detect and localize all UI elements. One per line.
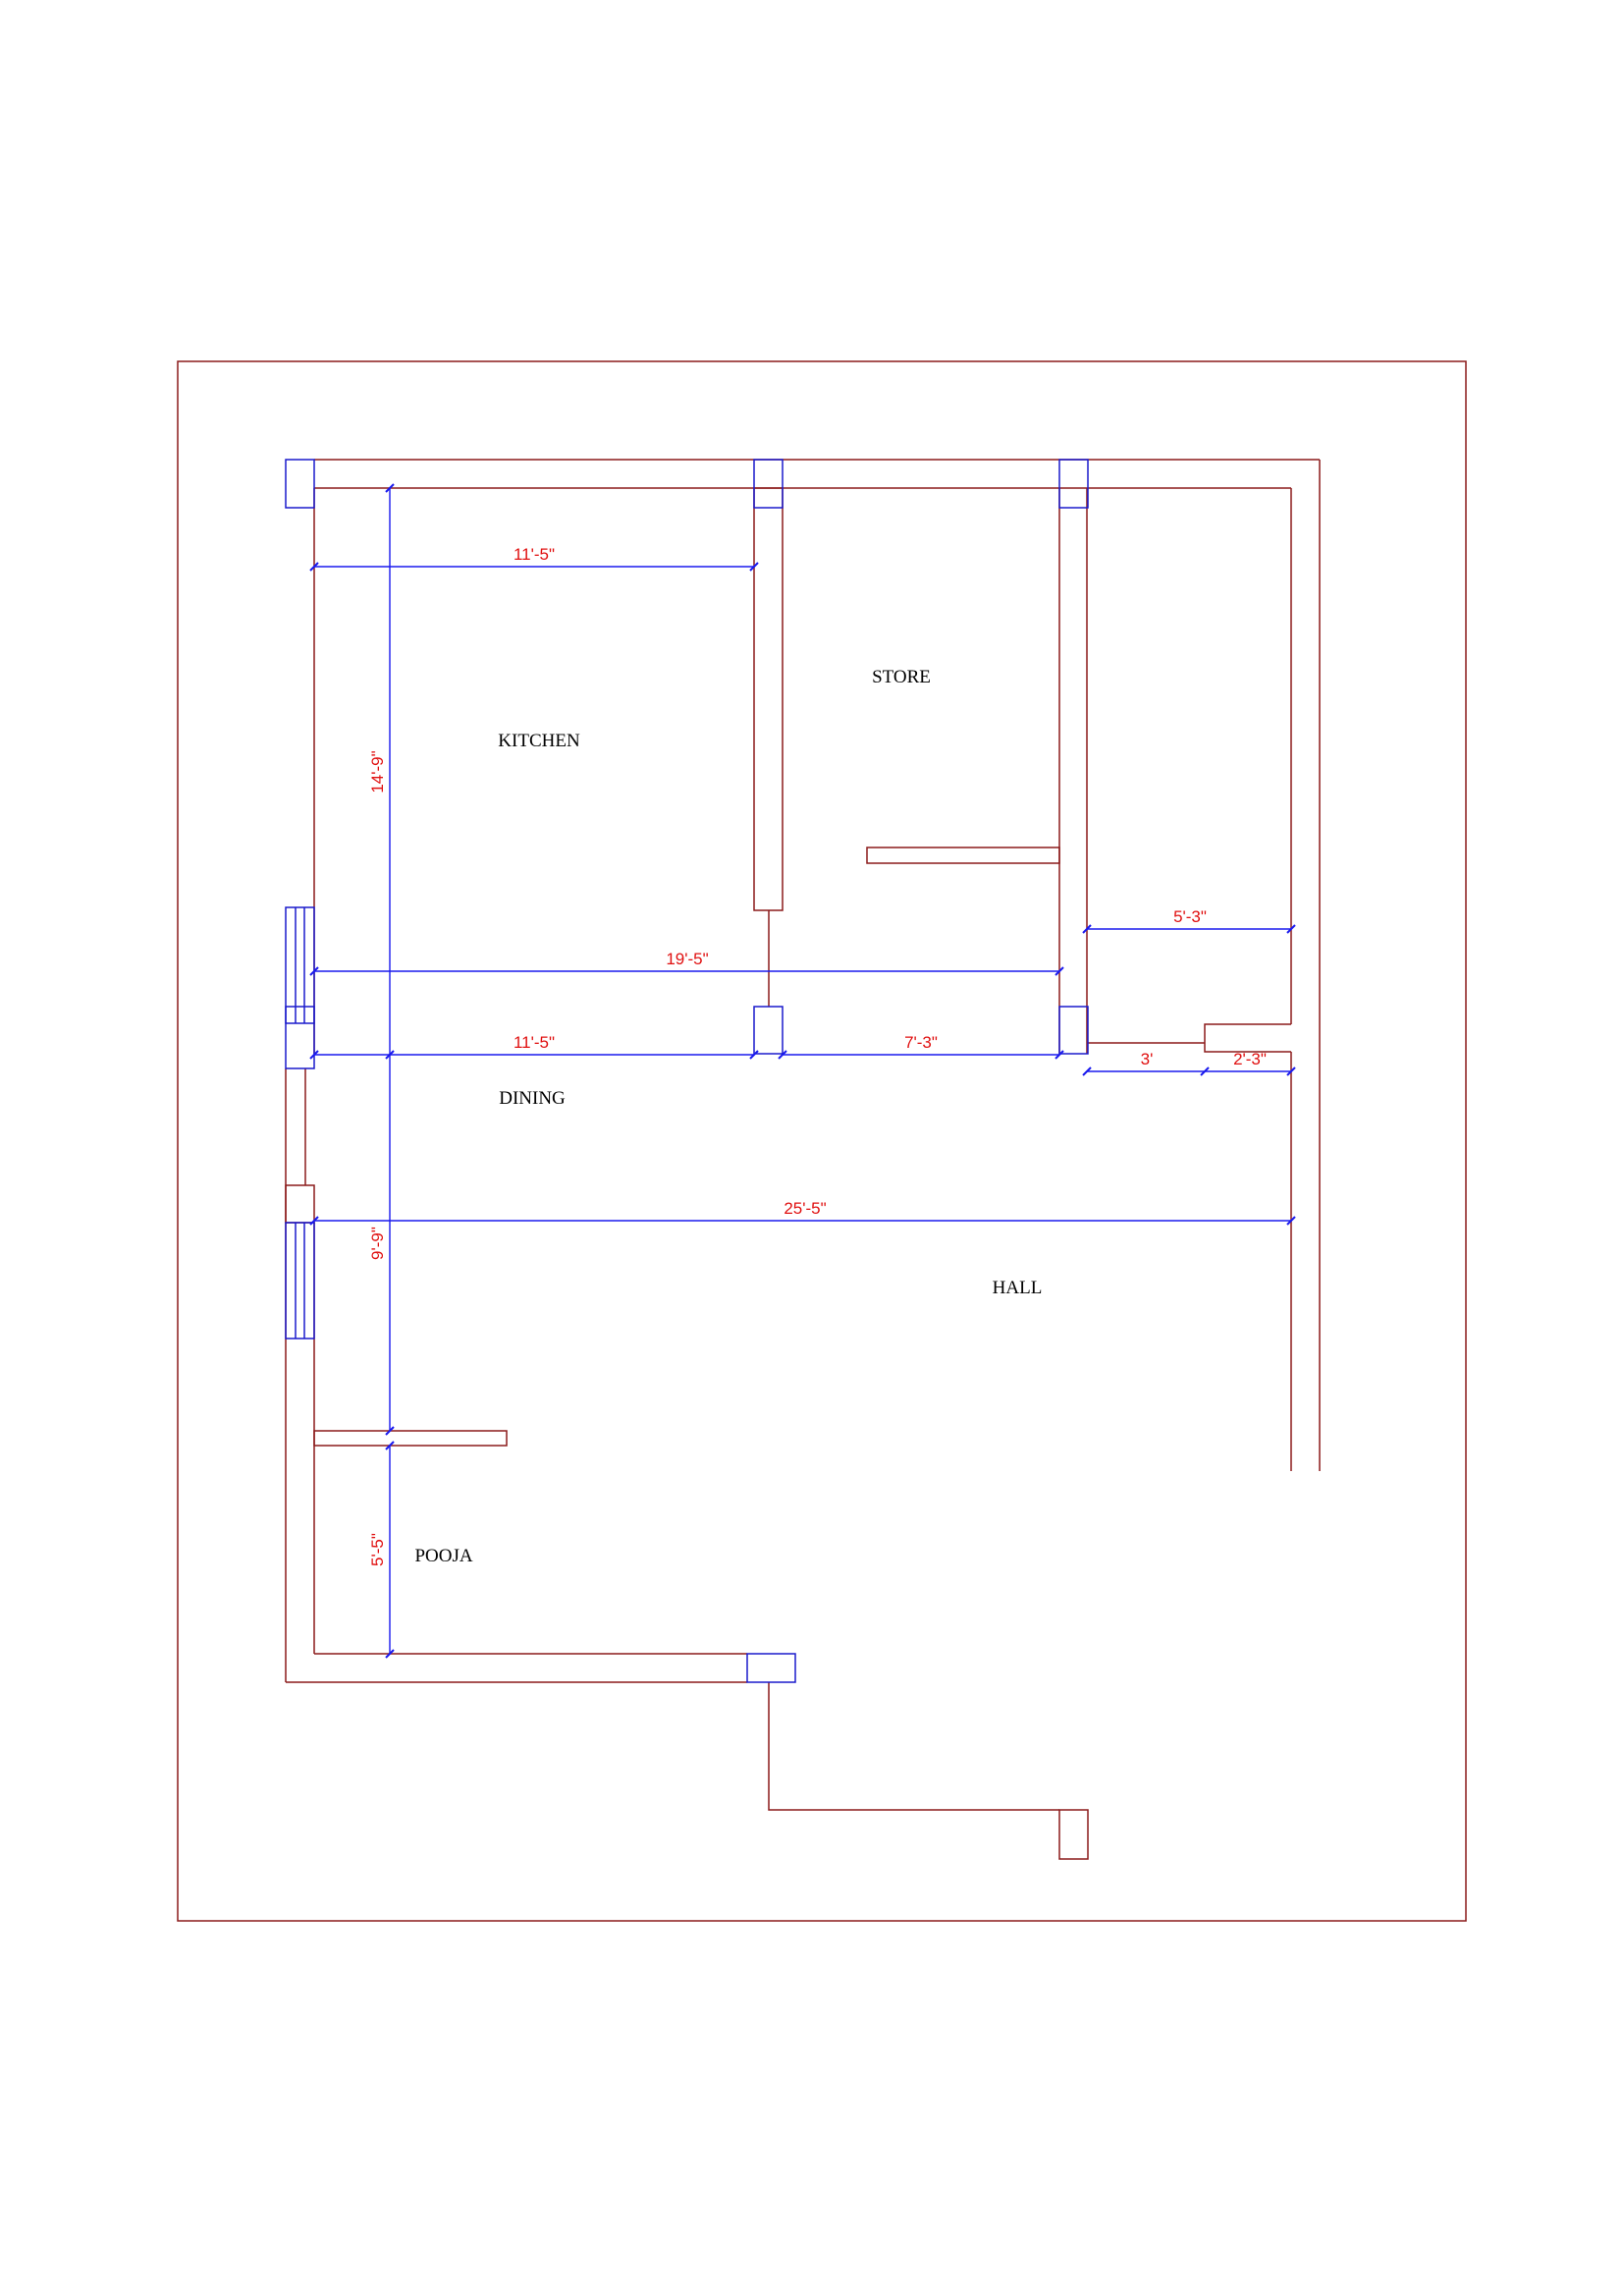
columns xyxy=(285,459,1089,1683)
dim-right-room-width: 5'-3" xyxy=(1173,907,1207,926)
dim-dining-hall-height: 9'-9" xyxy=(368,1227,387,1260)
dim-overall-upper-width: 19'-5" xyxy=(666,950,708,968)
dim-step-b: 2'-3" xyxy=(1233,1050,1267,1068)
walls xyxy=(285,459,1321,1860)
room-label-dining: DINING xyxy=(499,1088,566,1109)
window-hall xyxy=(285,1222,315,1339)
windows xyxy=(285,906,315,1339)
column-top-middle xyxy=(753,459,784,509)
dim-kitchen-width: 11'-5" xyxy=(514,545,555,564)
dim-hall-width: 25'-5" xyxy=(784,1199,826,1218)
dim-step-a: 3' xyxy=(1141,1050,1154,1068)
column-kitchen-left xyxy=(285,1006,315,1069)
dim-pooja-height: 5'-5" xyxy=(368,1533,387,1566)
column-top-left xyxy=(285,459,315,509)
dim-dining-left: 11'-5" xyxy=(514,1033,555,1052)
column-top-right xyxy=(1058,459,1089,509)
dimension-ticks xyxy=(309,483,1296,1659)
room-label-kitchen: KITCHEN xyxy=(498,731,580,751)
column-mid-partition xyxy=(753,1006,784,1055)
dimension-lines xyxy=(314,488,1291,1654)
dim-kitchen-height: 14'-9" xyxy=(368,750,387,793)
dim-dining-right: 7'-3" xyxy=(904,1033,938,1052)
window-kitchen xyxy=(285,906,315,1024)
room-label-hall: HALL xyxy=(993,1278,1043,1298)
room-label-pooja: POOJA xyxy=(414,1546,472,1566)
column-bottom-middle xyxy=(746,1653,796,1683)
drawing-border xyxy=(177,360,1467,1922)
room-label-store: STORE xyxy=(872,667,931,687)
column-store-right xyxy=(1058,1006,1089,1055)
